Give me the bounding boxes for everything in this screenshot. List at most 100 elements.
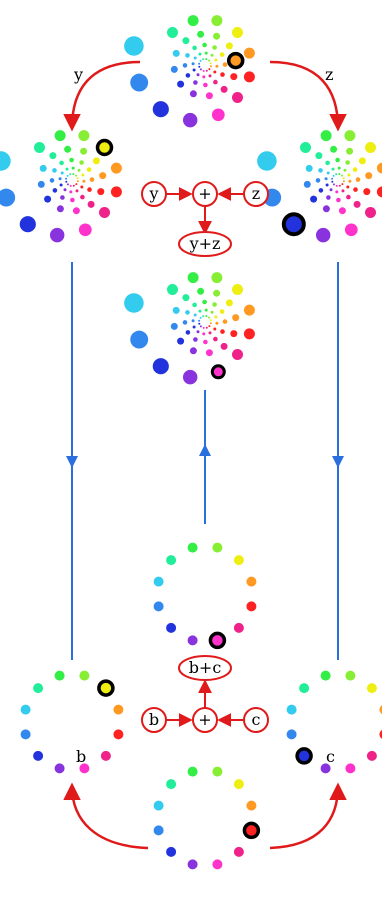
ring-bottom-dot-11 <box>166 779 176 789</box>
spiral-right-dot-3-2 <box>347 174 350 177</box>
spiral-middle-dot-1-10 <box>173 307 180 314</box>
spiral-left-dot-0-1 <box>78 130 89 141</box>
spiral-right-dot-0-0 <box>321 130 332 141</box>
spiral-middle-dot-4-9 <box>198 320 200 322</box>
arrow-bottom-right <box>270 786 338 848</box>
spiral-top-dot-0-5 <box>232 92 243 103</box>
spiral-left-dot-1-9 <box>38 181 45 188</box>
spiral-left-dot-1-11 <box>49 152 56 159</box>
spiral-right-dot-1-0 <box>330 146 337 153</box>
arrow-bottom-left <box>72 786 148 848</box>
spiral-middle-dot-0-7 <box>183 370 197 384</box>
spiral-top-dot-0-10 <box>124 36 144 56</box>
spiral-middle-dot-2-11 <box>192 303 197 308</box>
spiral-middle-dot-4-1 <box>208 317 210 319</box>
spiral-middle-dot-0-5 <box>232 349 243 360</box>
spiral-middle-dot-2-10 <box>185 310 190 315</box>
node-b-plus-c-label: b+c <box>189 658 222 677</box>
spiral-left-dot-1-8 <box>44 196 51 203</box>
ring-middle-dot-8 <box>166 623 176 633</box>
spiral-middle-dot-2-8 <box>186 330 191 335</box>
spiral-left-dot-4-8 <box>65 181 67 183</box>
spiral-right-dot-2-5 <box>346 195 351 200</box>
spiral-left-dot-3-7 <box>64 188 67 191</box>
spiral-right-dot-2-0 <box>335 158 340 163</box>
node-c-label: c <box>252 710 261 729</box>
ring-middle-dot-9 <box>154 601 164 611</box>
ring-left-dot-4 <box>113 729 123 739</box>
ring-bottom-dot-4 <box>244 823 258 837</box>
spiral-middle-dot-0-8 <box>153 358 169 374</box>
spiral-middle-dot-4-8 <box>198 323 200 325</box>
spiral-left-dot-2-10 <box>52 168 57 173</box>
label-c-bottom: c <box>326 747 335 766</box>
spiral-top-dot-3-2 <box>214 59 217 62</box>
ring-middle-dot-2 <box>234 555 244 565</box>
node-plus-bottom-label: + <box>198 710 211 729</box>
ring-middle-dot-3 <box>246 577 256 587</box>
ring-right-dot-0 <box>321 671 331 681</box>
spiral-middle-dot-2-9 <box>183 320 188 325</box>
ring-middle-dot-4 <box>246 601 256 611</box>
spiral-left-dot-0-11 <box>34 142 45 153</box>
spiral-left-dot-4-11 <box>69 173 71 175</box>
spiral-right-dot-1-8 <box>310 196 317 203</box>
spiral-middle-dot-3-4 <box>213 328 216 331</box>
spiral-top-dot-4-7 <box>200 68 202 70</box>
spiral-top-dot-0-7 <box>183 113 197 127</box>
spiral-top-dot-3-0 <box>205 52 208 55</box>
spiral-right-dot-0-3 <box>377 163 382 174</box>
ring-left-dot-2 <box>99 681 113 695</box>
spiral-middle-dot-1-6 <box>206 349 213 356</box>
spiral-middle-dot-3-2 <box>214 316 217 319</box>
ring-bottom-dot-6 <box>212 859 222 869</box>
spiral-top-dot-1-6 <box>206 92 213 99</box>
spiral-middle-dot-1-2 <box>226 299 233 306</box>
spiral-top-dot-3-8 <box>193 69 196 72</box>
spiral-top-dot-4-6 <box>203 70 205 72</box>
ring-middle-dot-10 <box>154 577 164 587</box>
spiral-top-dot-0-3 <box>244 48 255 59</box>
spiral-left-dot-0-9 <box>0 189 15 207</box>
ring-left-dot-5 <box>101 751 111 761</box>
spiral-left-dot-1-2 <box>93 157 100 164</box>
spiral-left-dot-3-4 <box>80 186 83 189</box>
spiral-right-dot-0-7 <box>316 228 330 242</box>
spiral-top-dot-1-2 <box>226 42 233 49</box>
spiral-top-dot-3-7 <box>197 73 200 76</box>
spiral-top-dot-3-1 <box>211 54 214 57</box>
spiral-right-dot-0-11 <box>300 142 311 153</box>
spiral-top-dot-0-8 <box>153 101 169 117</box>
spiral-middle-dot-1-7 <box>190 347 197 354</box>
spiral-left-dot-4-2 <box>77 177 79 179</box>
spiral-right-dot-0-8 <box>284 214 304 234</box>
spiral-right-dot-2-10 <box>318 168 323 173</box>
spiral-top-dot-0-2 <box>232 27 243 38</box>
spiral-left-dot-4-0 <box>72 173 74 175</box>
spiral-top-dot-3-6 <box>202 75 205 78</box>
spiral-right-dot-3-1 <box>344 169 347 172</box>
spiral-middle-dot-4-5 <box>206 327 208 329</box>
spiral-right-dot-1-6 <box>339 207 346 214</box>
ring-left-dot-10 <box>21 705 31 715</box>
spiral-left-dot-4-1 <box>75 175 77 177</box>
spiral-left-dot-4-7 <box>67 183 69 185</box>
spiral-left-dot-1-7 <box>57 205 64 212</box>
spiral-middle-dot-0-9 <box>130 331 148 349</box>
spiral-left-dot-3-0 <box>72 167 75 170</box>
spiral-middle-dot-1-5 <box>221 343 228 350</box>
spiral-right-dot-2-3 <box>356 177 361 182</box>
spiral-middle-dot-4-10 <box>200 317 202 319</box>
ring-bottom-dot-2 <box>234 779 244 789</box>
spiral-left-dot-0-3 <box>111 163 122 174</box>
spiral-left-dot-3-8 <box>60 184 63 187</box>
spiral-top-dot-0-11 <box>167 27 178 38</box>
ring-middle-dot-11 <box>166 555 176 565</box>
ring-bottom-dot-0 <box>188 767 198 777</box>
spiral-middle-dot-2-7 <box>193 337 198 342</box>
spiral-left-dot-1-3 <box>99 172 106 179</box>
ring-right-dot-2 <box>367 683 377 693</box>
spiral-right-dot-3-10 <box>327 172 330 175</box>
ring-right-dot-11 <box>299 683 309 693</box>
